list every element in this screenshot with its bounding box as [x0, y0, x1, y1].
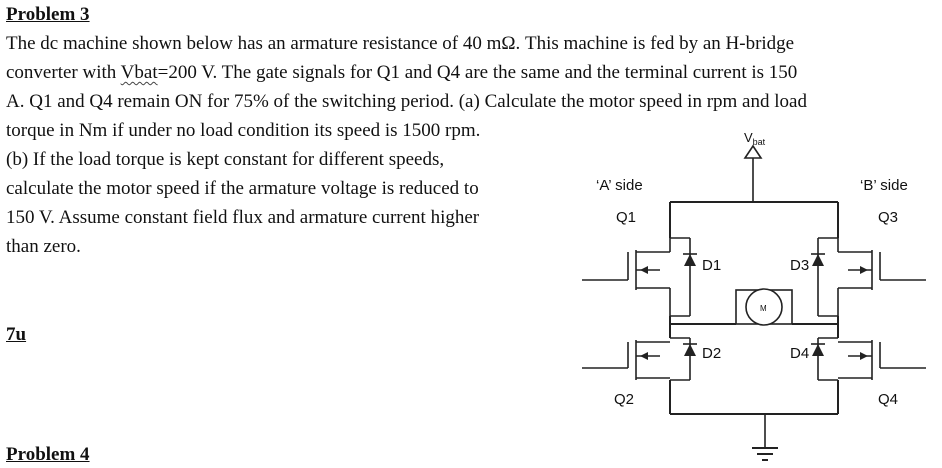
problem-4-heading: Problem 4 — [6, 444, 90, 465]
vbat-spellcheck-word: Vbat — [120, 62, 158, 83]
b-side-label: ‘B’ side — [860, 177, 908, 194]
d4-diode-icon — [811, 337, 838, 381]
d2-label: D2 — [702, 345, 721, 362]
problem-text-line-5: (b) If the load torque is kept constant … — [6, 149, 445, 170]
d1-label: D1 — [702, 257, 721, 274]
q1-label: Q1 — [616, 209, 636, 226]
ground-icon — [752, 447, 778, 461]
problem-text-line-2-end: =200 V. The gate signals for Q1 and Q4 a… — [157, 62, 798, 83]
problem-text-line-7: 150 V. Assume constant field flux and ar… — [6, 207, 480, 228]
problem-text-line-2: converter with Vbat=200 V. The gate sign… — [6, 62, 797, 84]
problem-text-line-4: torque in Nm if under no load condition … — [6, 120, 481, 141]
d3-diode-icon — [811, 237, 838, 317]
problem-text-line-2-start: converter with — [6, 62, 121, 83]
q1-mosfet-icon — [582, 238, 671, 316]
problem-text-line-3: A. Q1 and Q4 remain ON for 75% of the sw… — [6, 91, 807, 112]
vbat-label: Vbat — [744, 130, 766, 147]
d1-diode-icon — [670, 237, 697, 317]
q2-mosfet-icon — [582, 340, 670, 380]
d2-diode-icon — [670, 337, 697, 381]
motor-label: M — [760, 304, 767, 313]
vbat-supply-arrow — [743, 144, 763, 159]
problem-text-line-6: calculate the motor speed if the armatur… — [6, 178, 479, 199]
q3-label: Q3 — [878, 209, 898, 226]
d4-label: D4 — [790, 345, 809, 362]
problem-3-heading: Problem 3 — [6, 4, 90, 25]
d3-label: D3 — [790, 257, 809, 274]
problem-text-line-8: than zero. — [6, 236, 81, 257]
q4-mosfet-icon — [838, 340, 926, 380]
q4-label: Q4 — [878, 391, 898, 408]
q3-mosfet-icon — [837, 238, 926, 316]
problem-text-line-1: The dc machine shown below has an armatu… — [6, 33, 795, 54]
note-7u: 7u — [6, 324, 27, 345]
a-side-label: ‘A’ side — [596, 177, 643, 194]
q2-label: Q2 — [614, 391, 634, 408]
motor-icon — [735, 288, 793, 326]
